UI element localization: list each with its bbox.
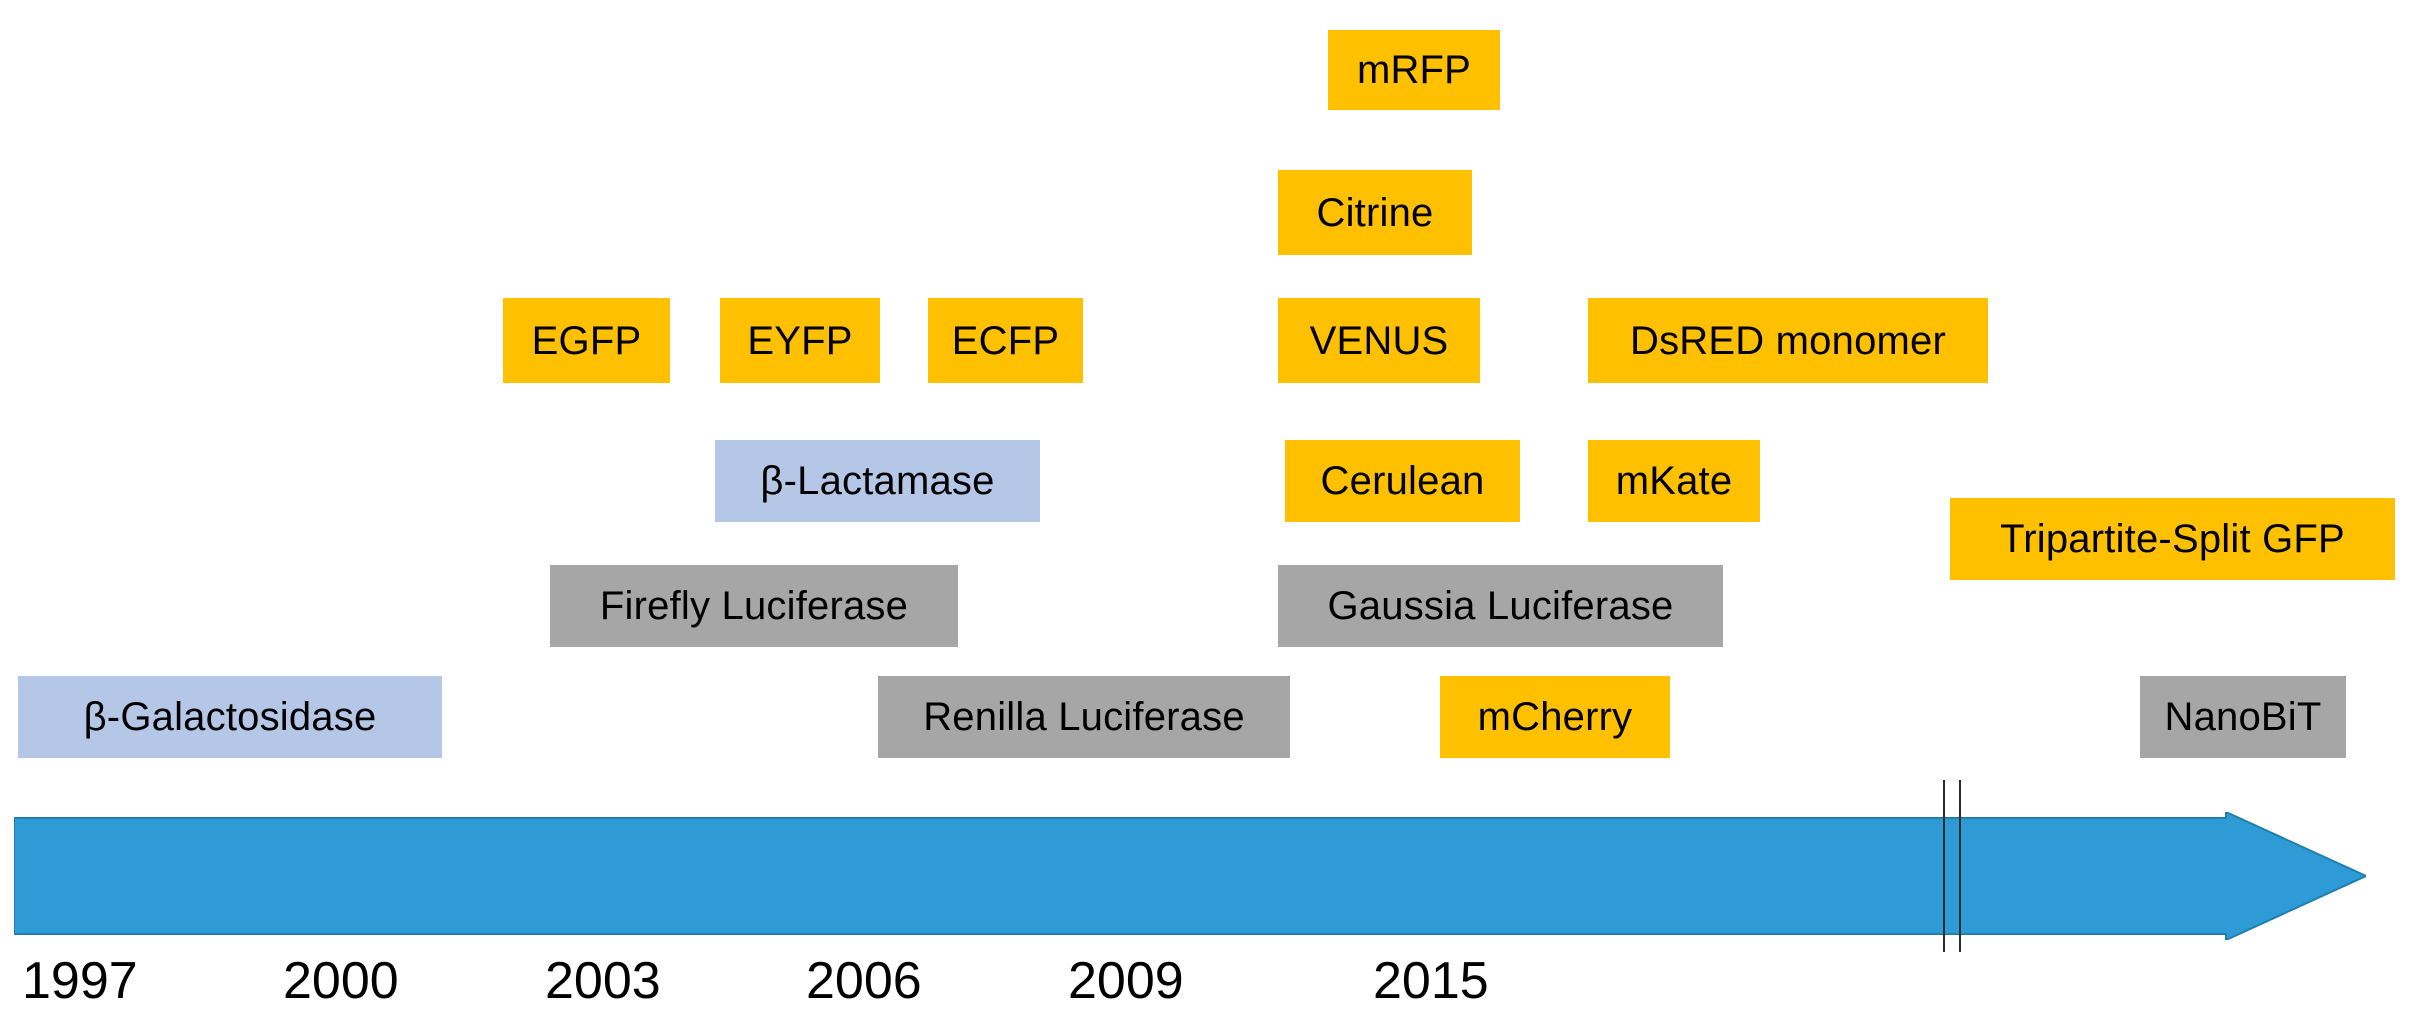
axis-break-line-left (1943, 780, 1945, 952)
timeline-tag-renilla-luciferase: Renilla Luciferase (878, 676, 1290, 758)
timeline-tag-mkate: mKate (1588, 440, 1760, 522)
timeline-tag-venus: VENUS (1278, 298, 1480, 383)
year-label-2000: 2000 (283, 952, 399, 1010)
timeline-tag-egfp: EGFP (503, 298, 670, 383)
year-label-2009: 2009 (1068, 952, 1184, 1010)
year-label-2003: 2003 (545, 952, 661, 1010)
timeline-tag-tripartite-split-gfp: Tripartite-Split GFP (1950, 498, 2395, 580)
year-label-2015: 2015 (1373, 952, 1489, 1010)
timeline-tag-ecfp: ECFP (928, 298, 1083, 383)
timeline-tag-mrfp: mRFP (1328, 30, 1500, 110)
timeline-tag-dsred-monomer: DsRED monomer (1588, 298, 1988, 383)
timeline-tag-gaussia-luciferase: Gaussia Luciferase (1278, 565, 1723, 647)
timeline-tag-beta-lactamase: β-Lactamase (715, 440, 1040, 522)
timeline-tag-firefly-luciferase: Firefly Luciferase (550, 565, 958, 647)
timeline-tag-cerulean: Cerulean (1285, 440, 1520, 522)
timeline-tag-beta-galactosidase: β-Galactosidase (18, 676, 442, 758)
timeline-tag-eyfp: EYFP (720, 298, 880, 383)
time-axis-arrow (14, 812, 2366, 940)
axis-break-line-right (1959, 780, 1961, 952)
timeline-tag-nanobit: NanoBiT (2140, 676, 2346, 758)
year-label-2006: 2006 (806, 952, 922, 1010)
timeline-tag-citrine: Citrine (1278, 170, 1472, 255)
timeline-tag-mcherry: mCherry (1440, 676, 1670, 758)
year-label-1997: 1997 (22, 952, 138, 1010)
